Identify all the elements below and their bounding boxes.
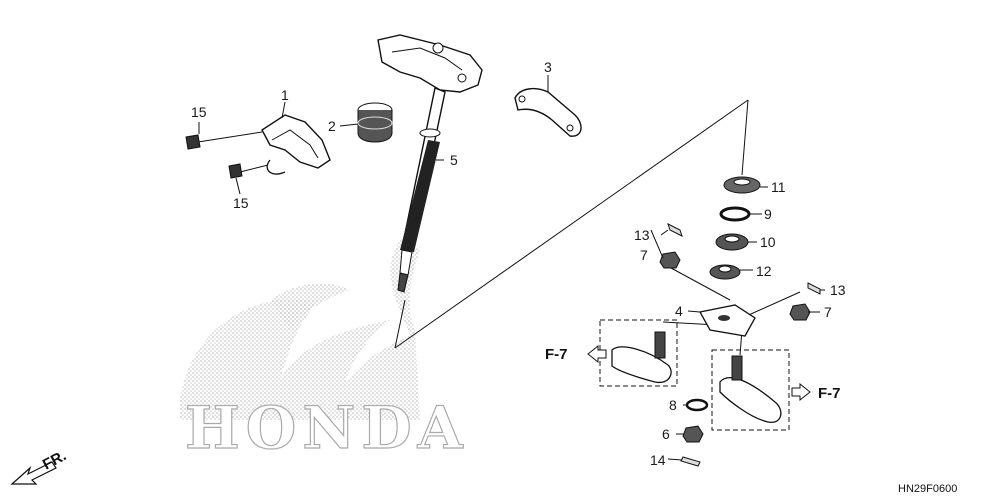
callout-12: 12 xyxy=(756,263,772,279)
honda-wing-logo: HONDA xyxy=(180,240,469,463)
callout-5: 5 xyxy=(450,152,458,168)
callout-11: 11 xyxy=(771,179,786,195)
ref-label-right: F-7 xyxy=(818,385,841,402)
callout-15-top: 15 xyxy=(191,104,207,120)
shaft-holder-part xyxy=(185,114,331,179)
callouts xyxy=(198,75,825,461)
bushing-part xyxy=(357,102,393,143)
small-parts-stack xyxy=(659,176,821,467)
figure-code: HN29F0600 xyxy=(898,483,957,495)
callout-1: 1 xyxy=(281,87,289,103)
callout-15-bottom: 15 xyxy=(233,195,249,211)
callout-8: 8 xyxy=(669,397,677,413)
ref-arrow-right: F-7 xyxy=(791,382,841,402)
ref-label-left: F-7 xyxy=(545,346,568,363)
callout-labels: 15 1 2 5 3 15 11 9 13 10 7 12 13 4 7 8 6… xyxy=(191,59,846,468)
callout-4: 4 xyxy=(675,303,683,319)
ref-arrow-left: F-7 xyxy=(545,344,607,364)
callout-10: 10 xyxy=(760,234,776,250)
tie-rod-end-left xyxy=(599,319,678,387)
callout-9: 9 xyxy=(764,206,772,222)
front-direction-arrow: FR. xyxy=(10,447,69,485)
callout-3: 3 xyxy=(544,59,552,75)
callout-13-right: 13 xyxy=(830,282,846,298)
callout-6: 6 xyxy=(662,426,670,442)
brand-text: HONDA xyxy=(185,394,469,462)
callout-2: 2 xyxy=(328,118,336,134)
callout-7-right: 7 xyxy=(824,304,832,320)
tie-rod-end-right xyxy=(711,349,790,431)
callout-7-left: 7 xyxy=(640,247,648,263)
steering-shaft-part xyxy=(377,34,483,293)
callout-14: 14 xyxy=(650,452,666,468)
callout-13-left: 13 xyxy=(634,227,650,243)
holder-cover-part xyxy=(514,87,582,137)
